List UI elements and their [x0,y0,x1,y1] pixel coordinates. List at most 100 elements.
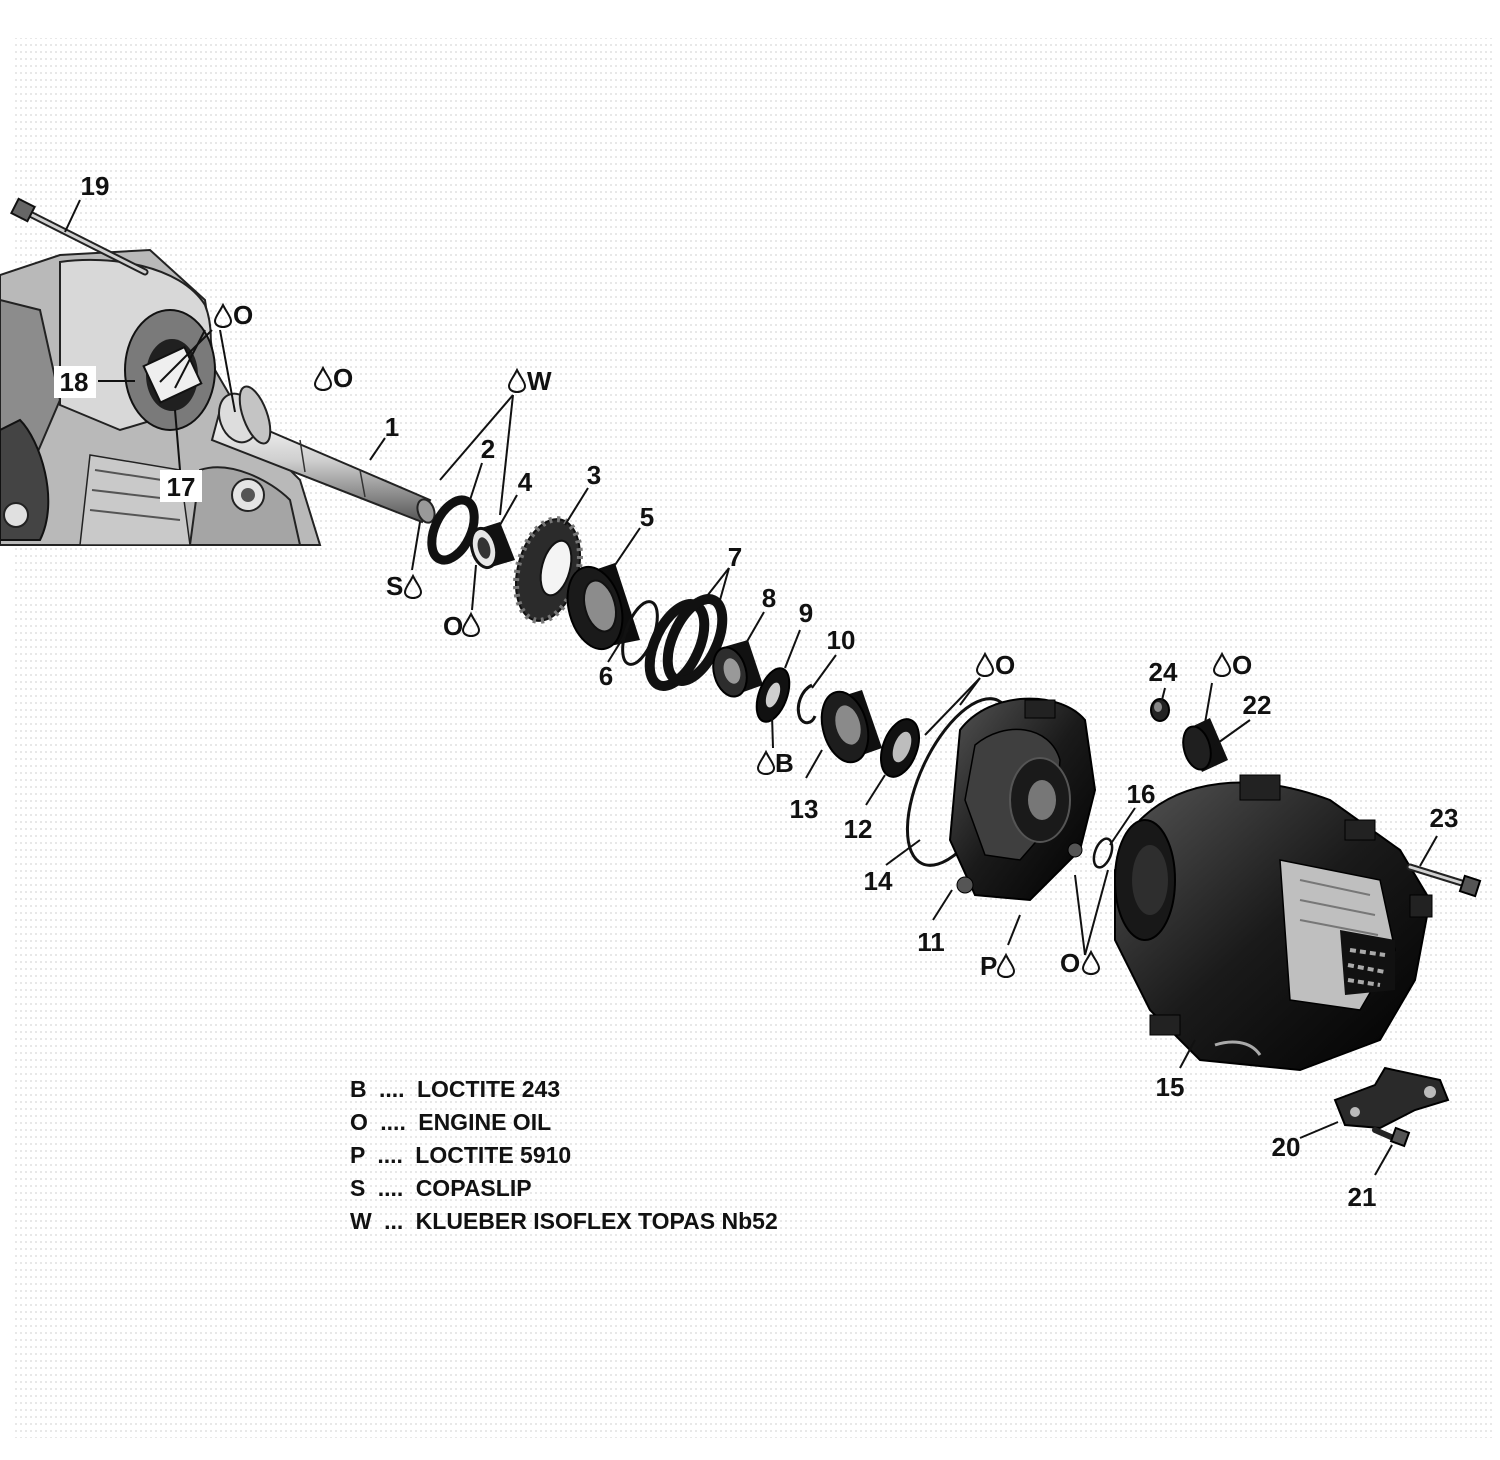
callout-22: 22 [1243,690,1272,720]
oil-drop-icon [403,573,423,600]
drop-mark-o-4: O [443,611,481,641]
legend-code: W [350,1208,372,1234]
drop-letter: O [443,611,463,641]
lubricant-legend: B .... LOCTITE 243 O .... ENGINE OIL P .… [350,1076,778,1234]
part-7-thrust-washers [644,594,728,691]
callout-9: 9 [799,598,813,628]
oil-drop-icon [507,367,527,394]
part-8-bearing [712,640,763,698]
callout-labels: 1 2 3 4 5 6 7 8 9 10 11 12 13 14 15 16 1… [54,171,1458,1212]
part-11-cover [948,697,1097,902]
callout-15: 15 [1156,1072,1185,1102]
legend-row-s: S .... COPASLIP [350,1175,532,1201]
oil-drop-icon [213,302,233,329]
drop-mark-o-top: O [213,300,253,330]
callout-21: 21 [1348,1182,1377,1212]
callout-13: 13 [790,794,819,824]
part-10-circlip [796,683,817,725]
drop-mark-o-16: O [1060,948,1101,978]
legend-dots: .... [378,1175,404,1201]
part-5-bearing [566,563,640,651]
callout-16: 16 [1127,779,1156,809]
callout-12: 12 [844,814,873,844]
callout-19: 19 [81,171,110,201]
part-15-housing [1114,774,1433,1072]
oil-drop-icon [1081,949,1101,976]
legend-row-b: B .... LOCTITE 243 [350,1076,560,1102]
callout-18-box [54,366,96,398]
legend-dots: .... [380,1109,406,1135]
legend-code: P [350,1142,365,1168]
drop-letter: W [527,366,552,396]
callout-10: 10 [827,625,856,655]
part-1-shaft [210,385,436,524]
legend-dots: ... [384,1208,403,1234]
part-12-seal [880,718,920,778]
callout-8: 8 [762,583,776,613]
callout-7: 7 [728,542,742,572]
drop-letter: O [995,650,1015,680]
callout-5: 5 [640,502,654,532]
drop-letter: B [775,748,794,778]
callout-23: 23 [1430,803,1459,833]
legend-product: LOCTITE 243 [417,1076,560,1102]
callout-20: 20 [1272,1132,1301,1162]
oil-drop-icon [996,952,1016,979]
oil-drop-icon [1212,651,1232,678]
callout-1: 1 [385,412,399,442]
drop-mark-s: S [386,571,423,601]
oil-drop-icon [975,651,995,678]
part-19-long-bolt [10,197,149,276]
legend-dots: .... [377,1142,403,1168]
part-4-bushing [469,522,515,570]
part-16-o-ring [1092,837,1114,869]
part-20-bracket [1333,1066,1450,1130]
drop-letter: O [1060,948,1080,978]
callout-6: 6 [599,661,613,691]
callout-2: 2 [481,434,495,464]
part-24-plug [1150,698,1170,722]
drop-letter: O [333,363,353,393]
callout-18: 18 [60,367,89,397]
part-23-bolt [1406,863,1482,898]
oil-drop-icon [461,611,481,638]
drop-mark-o-shaft: O [313,363,353,393]
drop-letter: O [1232,650,1252,680]
background-hatching [15,38,1495,1438]
legend-product: LOCTITE 5910 [415,1142,571,1168]
callout-24: 24 [1149,657,1178,687]
drop-mark-w: W [507,366,552,396]
lubricant-marks: O O W S O B O O P [213,300,1252,981]
leader-lines [64,199,1438,1176]
part-13-bearing [820,690,882,764]
oil-drop-icon [756,749,776,776]
drop-letter: P [980,951,997,981]
drop-mark-o-22: O [1212,650,1252,680]
oil-drop-icon [313,365,333,392]
legend-product: COPASLIP [416,1175,532,1201]
engine-crankcase [0,248,322,546]
legend-product: ENGINE OIL [418,1109,551,1135]
part-21-bolt [1372,1126,1411,1148]
drop-letter: S [386,571,403,601]
legend-row-p: P .... LOCTITE 5910 [350,1142,571,1168]
callout-3: 3 [587,460,601,490]
part-9-washer [755,667,791,723]
legend-code: O [350,1109,368,1135]
callout-14: 14 [864,866,893,896]
drop-mark-o-14: O [975,650,1015,680]
legend-product: KLUEBER ISOFLEX TOPAS Nb52 [416,1208,778,1234]
drop-mark-p: P [980,951,1016,981]
callout-11: 11 [917,927,945,957]
callout-4: 4 [518,467,533,497]
legend-dots: .... [379,1076,405,1102]
drop-letter: O [233,300,253,330]
legend-row-w: W ... KLUEBER ISOFLEX TOPAS Nb52 [350,1208,778,1234]
callout-17: 17 [167,472,196,502]
callout-17-box [160,470,202,502]
drop-mark-b: B [756,748,794,778]
legend-row-o: O .... ENGINE OIL [350,1109,551,1135]
part-2-ring [427,495,479,565]
legend-code: B [350,1076,367,1102]
